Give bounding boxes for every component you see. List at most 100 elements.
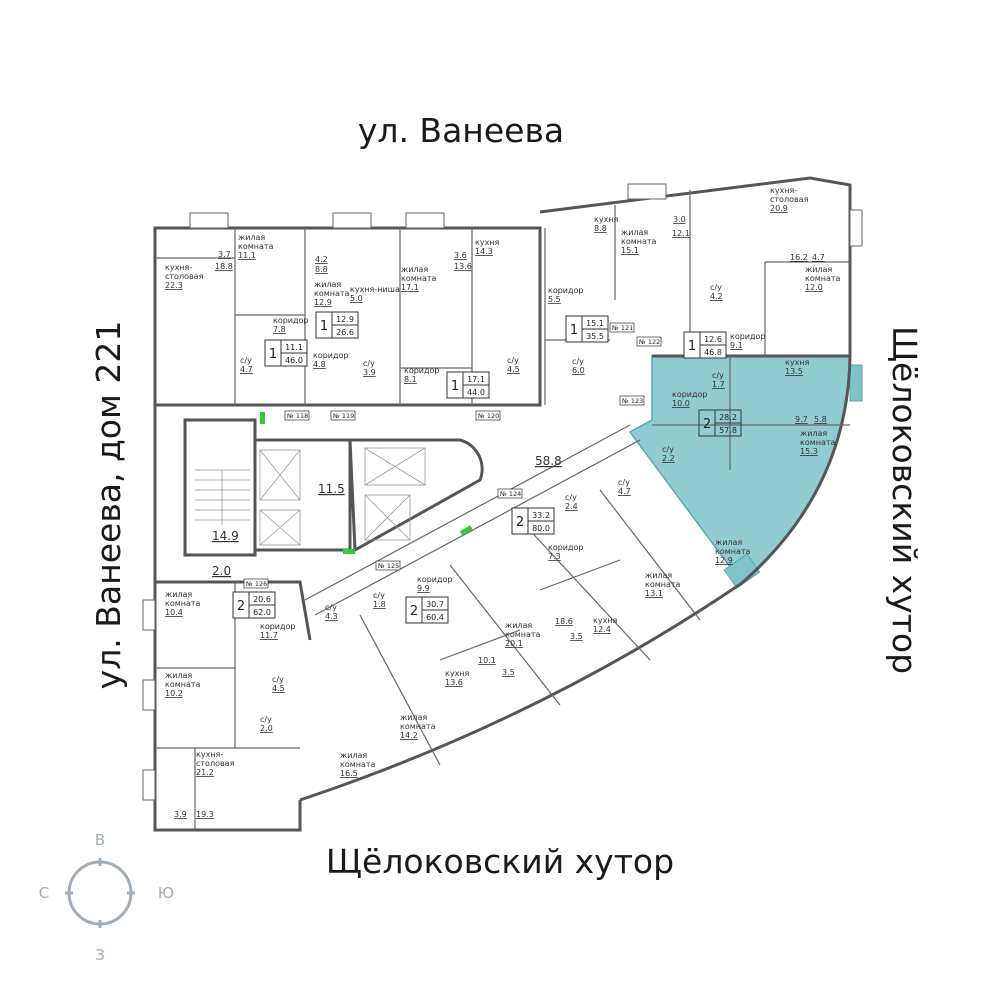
room-area: 11.7 [260,631,278,640]
living-area: 15.1 [586,319,604,328]
compass-east: Ю [158,884,174,902]
room-name: жилая [400,713,427,722]
door-number: № 123 [621,397,643,405]
room-dimension: 3.9 [174,810,187,819]
living-area: 17.1 [467,375,485,384]
room-name: жилая [800,429,827,438]
room-area: 14.2 [400,731,418,740]
room-area: 16.5 [340,769,358,778]
room-name: кухня- [196,750,223,759]
room-area: 4.2 [710,292,723,301]
room-area: 20.1 [505,639,523,648]
room-area: 10.2 [165,689,183,698]
room-area: 20.9 [770,204,788,213]
living-area: 12.9 [336,315,354,324]
room-dimension: 18.6 [555,617,573,626]
room-name: комната [505,630,541,639]
total-area: 44.0 [467,388,485,397]
room-name: с/у [240,356,252,365]
total-area: 46.0 [285,356,303,365]
accessibility-marker [260,412,265,424]
room-area: 15.1 [621,246,639,255]
compass-ring-icon [65,858,135,928]
room-dimension: 4.7 [812,253,825,262]
door-number-tag [619,395,645,406]
room-name: жилая [238,233,265,242]
room-name: с/у [260,715,272,724]
room-dimension: 16.2 [790,253,808,262]
room-name: с/у [507,356,519,365]
room-name: коридор [672,390,708,399]
door-number: № 119 [332,412,354,420]
door-number-tag [636,336,662,347]
living-area: 20.6 [253,595,271,604]
door-number: № 124 [499,490,521,498]
room-labels: кухня-столовая22.3жилаякомната11.1коридо… [165,186,841,819]
room-dimension: 12.1 [672,229,690,238]
street-bottom: Щёлоковский хутор [326,842,674,881]
room-name: комната [314,289,350,298]
total-area: 62.0 [253,608,271,617]
common-area: 11.5 [318,482,345,496]
room-area: 4.3 [325,612,338,621]
room-name: комната [401,274,437,283]
room-dimension: 3.0 [673,215,686,224]
room-name: коридор [313,351,349,360]
room-area: 12.9 [314,298,332,307]
room-name: с/у [272,675,284,684]
balcony-highlighted-lower [723,553,761,589]
door-number-tag [475,410,501,421]
room-name: комната [238,242,274,251]
room-name: кухня [445,669,470,678]
room-area: 4.7 [240,365,253,374]
room-area: 17.1 [401,283,419,292]
compass: В С Ю З [39,831,174,964]
room-area: 9.1 [730,341,743,350]
door-number-tag [330,410,356,421]
door-number-tag [243,578,269,589]
room-area: 2.0 [260,724,273,733]
room-dimension: 13.6 [454,262,472,271]
room-area: 11.1 [238,251,256,260]
room-name: жилая [715,538,742,547]
room-name: с/у [618,478,630,487]
rooms-count: 1 [320,319,328,334]
room-name: коридор [548,543,584,552]
room-name: жилая [621,228,648,237]
room-area: 13.1 [645,589,663,598]
room-dimension: 3.6 [454,251,467,260]
room-name: жилая [340,751,367,760]
room-area: 12.9 [715,556,733,565]
common-area: 58.8 [535,454,562,468]
room-area: 7.8 [273,325,286,334]
room-name: с/у [572,357,584,366]
room-name: кухня-ниша [350,285,400,294]
room-area: 4.7 [618,487,631,496]
room-name: кухня [475,238,500,247]
room-area: 5.5 [548,295,561,304]
rooms-count: 1 [688,339,696,354]
room-area: 8.1 [404,375,417,384]
room-name: кухня [785,358,810,367]
living-area: 30.7 [426,600,444,609]
living-area: 33.2 [532,511,550,520]
room-area: 10.0 [672,399,690,408]
room-area: 2.2 [662,454,675,463]
room-area: 4.5 [272,684,285,693]
room-name: комната [805,274,841,283]
room-name: с/у [373,591,385,600]
room-area: 6.0 [572,366,585,375]
door-number-tag [375,560,401,571]
room-name: жилая [645,571,672,580]
room-name: комната [621,237,657,246]
compass-north: В [95,831,105,849]
